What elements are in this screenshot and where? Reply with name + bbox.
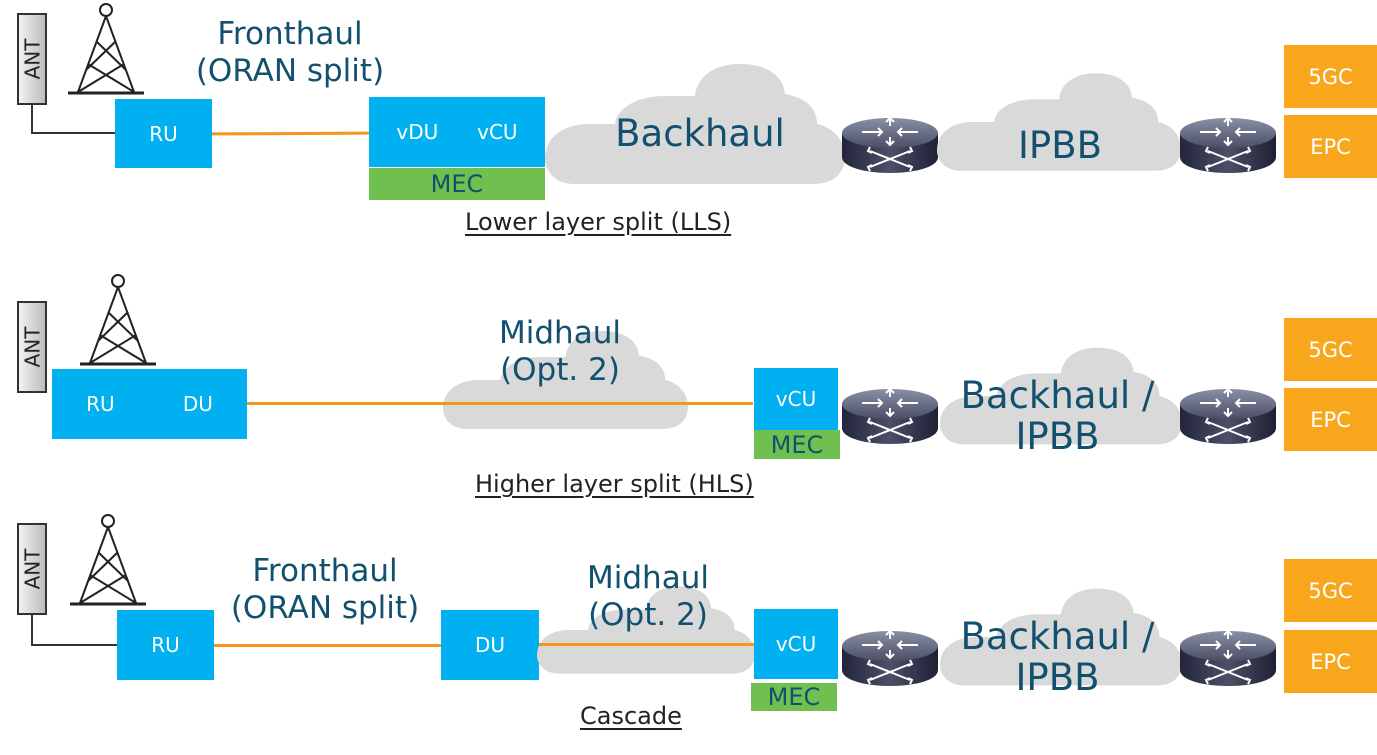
antenna-label: ANT <box>20 548 45 590</box>
core-epc: EPC <box>1284 630 1377 693</box>
cell-tower-icon <box>68 513 148 608</box>
backhaul-label: Backhaul <box>615 112 785 155</box>
core-5gc: 5GC <box>1284 45 1377 108</box>
vcu-label: vCU <box>477 120 518 144</box>
vdu-vcu-box: vDU vCU <box>369 97 545 167</box>
link-label-line2: (Opt. 2) <box>500 351 620 388</box>
router-icon <box>840 628 940 688</box>
antenna-label: ANT <box>20 326 45 368</box>
mec-box: MEC <box>751 683 837 711</box>
link-label-line1: Fronthaul <box>217 16 363 52</box>
fronthaul-label: Fronthaul (ORAN split) <box>190 16 390 89</box>
core-5gc: 5GC <box>1284 559 1377 622</box>
link-label-line2: (ORAN split) <box>195 52 385 89</box>
caption-hls: Higher layer split (HLS) <box>475 470 754 498</box>
ru-du-box: RU DU <box>52 369 247 439</box>
router-icon <box>1178 386 1278 446</box>
backhaul-ipbb-label: Backhaul / IPBB <box>945 374 1170 458</box>
vdu-label: vDU <box>396 120 439 144</box>
router-icon <box>1178 115 1278 175</box>
midhaul-link <box>247 402 753 405</box>
link-label-line1: Fronthaul <box>252 553 398 589</box>
du-box: DU <box>441 610 539 680</box>
caption-lls: Lower layer split (LLS) <box>465 208 732 236</box>
ru-label: RU <box>86 392 115 416</box>
ipbb-label: IPBB <box>1018 124 1102 167</box>
link-label-line1: Midhaul <box>587 560 709 596</box>
cell-tower-icon <box>78 273 158 368</box>
vcu-box: vCU <box>754 368 838 430</box>
antenna-cable <box>31 105 33 134</box>
backhaul-ipbb-label: Backhaul / IPBB <box>945 615 1170 699</box>
ru-box: RU <box>117 610 214 680</box>
cloud-label-line1: Backhaul / <box>960 615 1155 658</box>
router-icon <box>840 115 940 175</box>
core-5gc: 5GC <box>1284 318 1377 381</box>
cell-tower-icon <box>66 2 146 97</box>
cloud-label-line2: IPBB <box>1015 655 1100 699</box>
midhaul-link <box>539 643 754 646</box>
fronthaul-link <box>211 131 371 136</box>
caption-cascade: Cascade <box>580 702 682 730</box>
cloud-label-line1: Backhaul / <box>960 374 1155 417</box>
core-epc: EPC <box>1284 115 1377 178</box>
mec-box: MEC <box>369 168 545 200</box>
mec-box: MEC <box>754 430 840 459</box>
router-icon <box>1178 628 1278 688</box>
vcu-box: vCU <box>754 609 838 679</box>
du-label: DU <box>182 392 213 416</box>
antenna-label: ANT <box>20 38 45 80</box>
ru-box: RU <box>115 99 212 168</box>
link-label-line2: (Opt. 2) <box>588 596 708 633</box>
antenna-cable <box>31 614 33 645</box>
antenna: ANT <box>17 301 47 393</box>
antenna-cable <box>31 644 118 646</box>
midhaul-label: Midhaul (Opt. 2) <box>460 315 660 388</box>
midhaul-label: Midhaul (Opt. 2) <box>548 560 748 633</box>
router-icon <box>840 386 940 446</box>
antenna: ANT <box>17 523 47 615</box>
antenna: ANT <box>17 13 47 105</box>
fronthaul-label: Fronthaul (ORAN split) <box>225 553 425 626</box>
link-label-line2: (ORAN split) <box>230 589 420 626</box>
core-epc: EPC <box>1284 388 1377 451</box>
fronthaul-link <box>214 644 442 647</box>
cloud-label-line2: IPBB <box>1015 414 1100 458</box>
antenna-cable <box>31 132 116 134</box>
link-label-line1: Midhaul <box>499 315 621 351</box>
